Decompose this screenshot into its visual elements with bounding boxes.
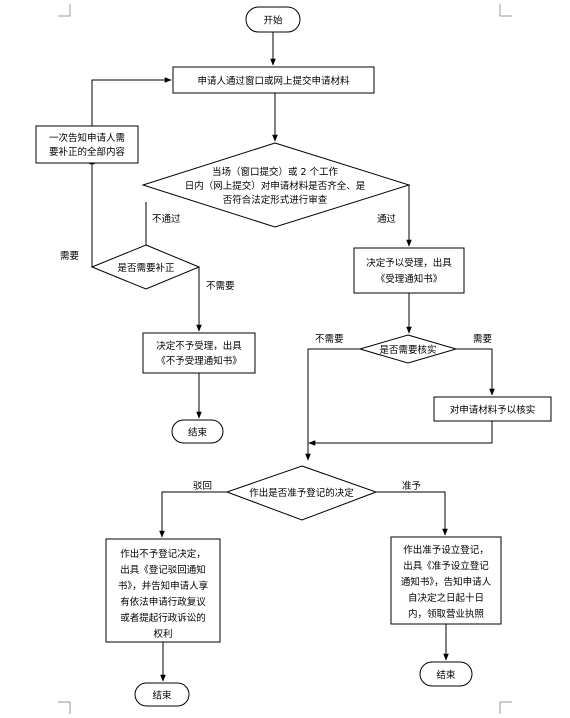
svg-text:是否需要补正: 是否需要补正 — [117, 262, 175, 274]
svg-text:内，领取营业执照: 内，领取营业执照 — [408, 608, 485, 620]
node-reject: 决定不予受理，出具 《不予受理通知书》 — [142, 332, 256, 374]
arrow-verify-yes — [456, 348, 495, 396]
edge-label-grant: 准予 — [402, 481, 422, 492]
svg-text:《受理通知书》: 《受理通知书》 — [376, 273, 443, 285]
edge-label-reject: 驳回 — [193, 481, 212, 492]
edge-label-no-need: 不需要 — [206, 281, 235, 292]
svg-text:当场（窗口提交）或 2 个工作: 当场（窗口提交）或 2 个工作 — [212, 166, 339, 178]
svg-text:日内（网上提交）对申请材料是否齐全、是: 日内（网上提交）对申请材料是否齐全、是 — [185, 180, 366, 192]
svg-text:一次告知申请人需: 一次告知申请人需 — [49, 132, 125, 144]
svg-text:结束: 结束 — [188, 427, 208, 439]
arrow-decide-grant — [376, 491, 448, 536]
node-end-grant: 结束 — [419, 661, 473, 687]
node-deny-registration: 作出不予登记决定， 出具《登记驳回通知 书》，并告知申请人享 有依法申请行政复议… — [105, 538, 221, 643]
node-submit: 申请人通过窗口或网上提交申请材料 — [172, 66, 375, 94]
edge-label-verify-no: 不需要 — [315, 334, 344, 345]
svg-text:权利: 权利 — [153, 628, 172, 640]
svg-text:是否需要核实: 是否需要核实 — [379, 344, 436, 356]
svg-text:自决定之日起十日: 自决定之日起十日 — [408, 592, 484, 604]
svg-text:出具《登记驳回通知: 出具《登记驳回通知 — [120, 564, 206, 576]
node-need-fix: 是否需要补正 — [90, 244, 201, 290]
crop-marks — [58, 4, 512, 714]
svg-text:决定予以受理，出具: 决定予以受理，出具 — [366, 257, 452, 269]
svg-text:要补正的全部内容: 要补正的全部内容 — [49, 146, 126, 158]
svg-text:出具《准予设立登记: 出具《准予设立登记 — [403, 560, 489, 572]
node-end-deny: 结束 — [134, 682, 190, 707]
node-notify-fix: 一次告知申请人需 要补正的全部内容 — [35, 125, 139, 164]
node-verify: 对申请材料予以核实 — [433, 396, 552, 422]
svg-text:作出准予设立登记，: 作出准予设立登记， — [403, 544, 489, 556]
node-grant-registration: 作出准予设立登记， 出具《准予设立登记 通知书》，告知申请人 自决定之日起十日 … — [390, 536, 502, 625]
node-decide: 作出是否准予登记的决定 — [225, 465, 378, 521]
svg-text:否符合法定形式进行审查: 否符合法定形式进行审查 — [223, 194, 328, 206]
edge-label-need: 需要 — [60, 251, 79, 262]
svg-text:作出不予登记决定，: 作出不予登记决定， — [120, 548, 206, 560]
svg-text:《不予受理通知书》: 《不予受理通知书》 — [156, 355, 242, 367]
node-start: 开始 — [245, 6, 301, 33]
arrow-back-to-submit — [91, 77, 172, 130]
arrow-verify-no — [305, 348, 360, 461]
edge-label-fail: 不通过 — [152, 213, 181, 225]
svg-text:结束: 结束 — [152, 690, 172, 702]
node-review: 当场（窗口提交）或 2 个工作 日内（网上提交）对申请材料是否齐全、是 否符合法… — [141, 142, 411, 228]
node-accept: 决定予以受理，出具 《受理通知书》 — [353, 247, 465, 294]
svg-text:或者提起行政诉讼的: 或者提起行政诉讼的 — [120, 612, 206, 624]
svg-text:对申请材料予以核实: 对申请材料予以核实 — [450, 404, 536, 416]
arrow-decide-reject — [159, 491, 227, 538]
connectors — [89, 31, 495, 682]
node-need-verify: 是否需要核实 — [358, 334, 458, 364]
svg-text:有依法申请行政复议: 有依法申请行政复议 — [120, 596, 206, 608]
svg-text:决定不予受理，出具: 决定不予受理，出具 — [156, 340, 242, 352]
svg-text:书》，并告知申请人享: 书》，并告知申请人享 — [118, 580, 208, 592]
arrow-verify-merge — [308, 421, 493, 446]
svg-text:作出是否准予登记的决定: 作出是否准予登记的决定 — [249, 487, 354, 499]
svg-text:结束: 结束 — [436, 669, 456, 681]
svg-text:申请人通过窗口或网上提交申请材料: 申请人通过窗口或网上提交申请材料 — [197, 75, 350, 87]
svg-text:通知书》，告知申请人: 通知书》，告知申请人 — [401, 576, 492, 588]
edge-label-verify-yes: 需要 — [473, 334, 492, 345]
edge-label-pass: 通过 — [377, 213, 397, 225]
svg-text:开始: 开始 — [263, 15, 283, 27]
node-end-reject: 结束 — [171, 419, 224, 444]
